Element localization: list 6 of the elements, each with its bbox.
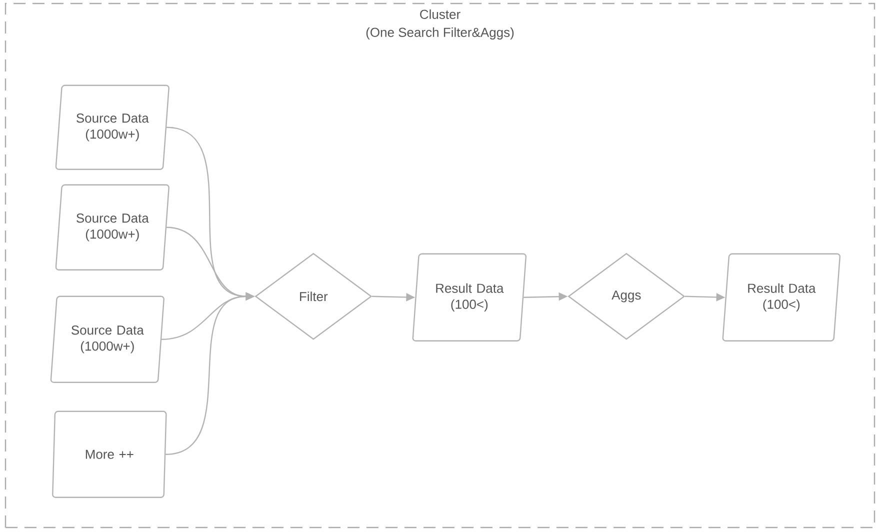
data-parallelogram: Result Data (100<) — [722, 253, 840, 342]
data-parallelogram: Source Data (1000w+) — [55, 84, 170, 170]
data-parallelogram: Source Data (1000w+) — [55, 184, 170, 270]
data-parallelogram: More ++ — [52, 410, 167, 498]
data-parallelogram: Result Data (100<) — [412, 253, 527, 342]
data-parallelogram: Source Data (1000w+) — [50, 296, 164, 383]
